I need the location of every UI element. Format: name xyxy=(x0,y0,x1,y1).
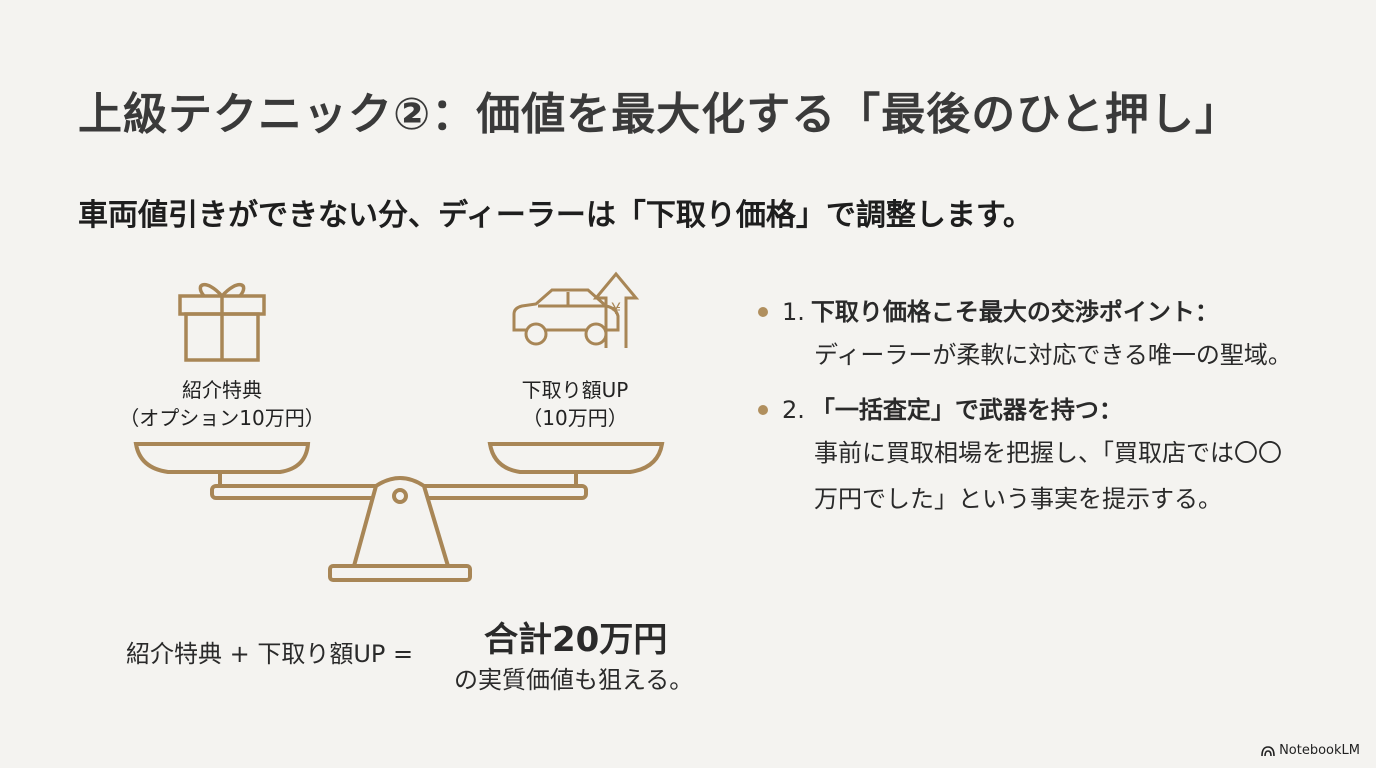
bullet-heading: 「一括査定」で武器を持つ： xyxy=(810,396,1123,424)
bullet-body: ディーラーが柔軟に対応できる唯一の聖域。 xyxy=(814,341,1292,369)
car-yen-up-icon: ¥ xyxy=(512,271,640,348)
svg-text:¥: ¥ xyxy=(611,299,621,318)
gift-icon xyxy=(178,283,266,362)
summary-note: の実質価値も狙える。 xyxy=(454,666,694,694)
summary-total: 合計20万円 xyxy=(484,620,668,660)
slide-subtitle: 車両値引きができない分、ディーラーは「下取り価格」で調整します。 xyxy=(78,198,1033,233)
bullet-item: 1.下取り価格こそ最大の交渉ポイント： ディーラーが柔軟に対応できる唯一の聖域。 xyxy=(758,292,1318,378)
gift-label: 紹介特典 （オプション10万円） xyxy=(119,378,325,430)
trade-in-label: 下取り額UP （10万円） xyxy=(521,378,629,430)
slide-title: 上級テクニック②：価値を最大化する「最後のひと押し」 xyxy=(78,89,1240,140)
bullet-dot-icon xyxy=(758,405,768,415)
bullet-item: 2.「一括査定」で武器を持つ： 事前に買取相場を把握し、「買取店では〇〇万円でし… xyxy=(758,390,1318,522)
notebooklm-logo: NotebookLM xyxy=(1261,743,1360,758)
balance-scale-icon xyxy=(133,442,665,582)
summary-equation: 紹介特典 + 下取り額UP = xyxy=(126,640,414,668)
bullet-dot-icon xyxy=(758,307,768,317)
bullet-heading: 下取り価格こそ最大の交渉ポイント： xyxy=(810,298,1219,326)
bullet-list: 1.下取り価格こそ最大の交渉ポイント： ディーラーが柔軟に対応できる唯一の聖域。… xyxy=(758,292,1318,534)
bullet-body: 事前に買取相場を把握し、「買取店では〇〇万円でした」という事実を提示する。 xyxy=(814,439,1282,513)
notebooklm-icon xyxy=(1261,745,1275,756)
